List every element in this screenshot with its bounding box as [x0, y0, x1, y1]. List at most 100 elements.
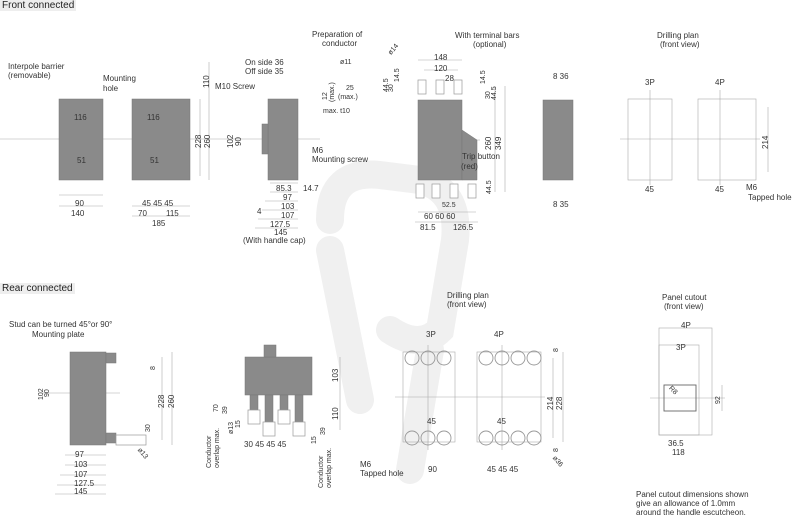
breaker-rear-top [244, 356, 313, 396]
dim-label: 70 [138, 209, 147, 218]
prep-dim: 25 [346, 85, 354, 92]
panel-title-2: (front view) [664, 302, 704, 311]
dim-label: 85.3 [276, 184, 292, 193]
dim-label: 90 [75, 199, 84, 208]
panel-3p-label: 3P [676, 343, 686, 352]
drill-title-2: (front view) [660, 40, 700, 49]
breaker-side [267, 98, 299, 181]
m6-label: M6 [312, 146, 324, 155]
panel-cutout [663, 384, 697, 412]
panel-note-2: give an allowance of 1.0mm [636, 499, 736, 508]
dim-label: 14.5 [480, 70, 487, 84]
drill-title-1: Drilling plan [657, 31, 699, 40]
breaker-with-bars [417, 99, 463, 181]
mounting-screw-label: Mounting screw [312, 155, 369, 164]
dim-label: 28 [445, 74, 454, 83]
dim-label: 30 [145, 424, 152, 432]
dim-label: 127.5 [270, 220, 291, 229]
panel-title: Panel cutout [662, 293, 707, 302]
dimension-lines [0, 59, 769, 495]
dim-label: 52.5 [442, 202, 456, 209]
dim-label: 228 [194, 134, 203, 148]
dim-label: 51 [77, 156, 86, 165]
on-side-label: On side 36 [245, 58, 284, 67]
dim-label: 4 [257, 207, 262, 216]
bars-title-2: (optional) [473, 40, 507, 49]
panel-4p-label: 4P [681, 321, 691, 330]
dim-label: 116 [147, 113, 160, 122]
dim-label: 44.5 [486, 180, 493, 194]
prep-dim: max. t10 [323, 108, 350, 115]
drill-3p-label: 3P [426, 330, 436, 339]
dim-label: 90 [44, 389, 51, 397]
trip-button-label-2: (red) [461, 162, 478, 171]
dim-label: 30 45 45 45 [244, 440, 287, 449]
off-side-label: Off side 35 [245, 67, 284, 76]
dim-label: 15 [311, 436, 318, 444]
dim-label: 92 [715, 396, 722, 404]
dim-label: 45 45 45 [142, 199, 174, 208]
dim-label: 107 [74, 470, 88, 479]
interpole-label: Interpole barrier [8, 62, 65, 71]
overlap-label: Conductor [318, 455, 325, 488]
dim-label: 145 [74, 487, 88, 496]
bars-title-1: With terminal bars [455, 31, 520, 40]
dim-label: 44.5 [491, 86, 498, 100]
tapped-hole-label: Tapped hole [360, 469, 404, 478]
dim-label: 39 [222, 406, 229, 414]
interpole-label-2: (removable) [8, 71, 51, 80]
dim-label: 14.7 [303, 184, 319, 193]
panel-note: Panel cutout dimensions shown [636, 490, 749, 499]
dim-label: 115 [166, 209, 179, 218]
section-heading-front: Front connected [0, 0, 77, 11]
dim-label: 349 [494, 136, 503, 150]
handle-cap-label: (With handle cap) [243, 236, 306, 245]
dim-label: 8 [553, 348, 560, 352]
dim-label: 39 [320, 427, 327, 435]
dim-label: 145 [274, 228, 288, 237]
dim-label: 120 [434, 64, 448, 73]
dim-label: 228 [555, 396, 564, 410]
dim-label: 110 [331, 407, 340, 420]
breaker-rear-side [69, 351, 107, 446]
dim-label: 36.5 [668, 439, 684, 448]
dim-label: 118 [672, 448, 685, 457]
dim-label: 8 [553, 448, 560, 452]
dim-label: 45 [645, 185, 654, 194]
stud-label: Stud can be turned 45°or 90° [9, 320, 113, 329]
prep-title-2: conductor [322, 39, 358, 48]
section-heading-rear: Rear connected [0, 283, 75, 294]
rear-drill-title-2: (front view) [447, 300, 487, 309]
drill-3p-label: 3P [645, 78, 655, 87]
overlap-label: overlap max. [326, 447, 333, 488]
rear-stud-top [105, 352, 117, 364]
dim-label: 214 [761, 135, 770, 149]
dim-label: 107 [281, 211, 295, 220]
dim-label: 81.5 [420, 223, 436, 232]
tapped-m6-label: M6 [746, 183, 758, 192]
tapped-m6-label: M6 [360, 460, 372, 469]
rear-handle [263, 344, 277, 358]
overlap-label: Conductor [206, 435, 213, 468]
m10-screw-label: M10 Screw [215, 82, 256, 91]
dim-label: 103 [281, 202, 295, 211]
dim-label: 260 [203, 134, 212, 148]
drill-holes [404, 350, 697, 446]
dim-label: 116 [74, 113, 87, 122]
terminal-pads [115, 79, 477, 446]
dim-label: 90 [234, 137, 243, 146]
dim-label: 148 [434, 53, 448, 62]
mounting-hole-label-2: hole [103, 84, 119, 93]
dim-label: 8 35 [553, 200, 569, 209]
dim-label: 103 [331, 368, 340, 382]
drill-4p-label: 4P [494, 330, 504, 339]
dim-label: 214 [546, 396, 555, 410]
breaker-side-2 [542, 99, 574, 181]
breaker-bodies [58, 98, 574, 446]
breaker-front-3p [58, 98, 104, 181]
breaker-front-4p [131, 98, 191, 181]
rear-stud-bottom [105, 432, 117, 444]
trip-button-label: Trip button [462, 152, 500, 161]
prep-dim: (max.) [329, 82, 336, 102]
